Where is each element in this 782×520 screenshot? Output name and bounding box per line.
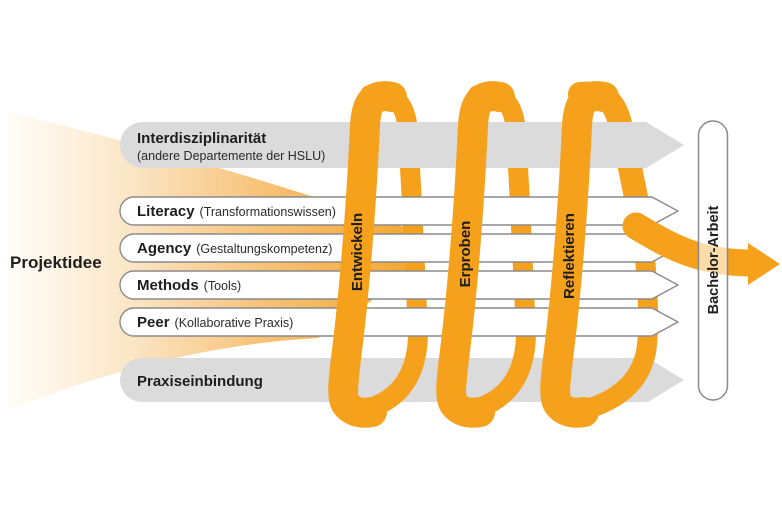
- project-idea-label: Projektidee: [10, 253, 102, 272]
- strand-literacy-shape: [119, 196, 679, 226]
- result-capsule-shape: [697, 120, 729, 401]
- outgoing-flow-band: [622, 212, 762, 277]
- strand-literacy: Literacy(Transformationswissen): [119, 196, 679, 226]
- loop-label-erproben: Erproben: [457, 221, 474, 288]
- strand-agency: Agency(Gestaltungskompetenz): [119, 233, 679, 263]
- strand-literacy-label: Literacy(Transformationswissen): [137, 203, 336, 220]
- result-capsule: Bachelor-Arbeit: [697, 120, 729, 401]
- interdisciplinarity-band: Interdisziplinarität (andere Departement…: [120, 122, 684, 168]
- outgoing-flow-arrowhead: [748, 243, 780, 285]
- loop-front-bands: Entwickeln Erproben Reflektieren: [328, 81, 619, 428]
- interdisciplinarity-band-shape: [120, 122, 684, 168]
- strand-methods-shape: [119, 270, 679, 300]
- practice-band-label: Praxiseinbindung: [137, 373, 263, 390]
- strand-agency-shape: [119, 233, 679, 263]
- interdisciplinarity-subtitle: (andere Departemente der HSLU): [137, 149, 325, 163]
- loop-front-reflektieren: [540, 81, 619, 428]
- loop-front-entwickeln: [328, 81, 407, 428]
- loop-front-erproben: [436, 81, 515, 428]
- strand-methods-label: Methods(Tools): [137, 277, 241, 294]
- strand-peer-label: Peer(Kollaborative Praxis): [137, 314, 293, 331]
- result-capsule-label: Bachelor-Arbeit: [706, 205, 722, 314]
- interdisciplinarity-title: Interdisziplinarität: [137, 130, 266, 147]
- strand-peer: Peer(Kollaborative Praxis): [119, 307, 679, 337]
- strand-methods: Methods(Tools): [119, 270, 679, 300]
- outgoing-flow: [622, 212, 780, 285]
- loop-label-reflektieren: Reflektieren: [561, 213, 578, 299]
- strand-agency-label: Agency(Gestaltungskompetenz): [137, 240, 332, 257]
- strand-peer-shape: [119, 307, 679, 337]
- loop-label-entwickeln: Entwickeln: [349, 213, 366, 291]
